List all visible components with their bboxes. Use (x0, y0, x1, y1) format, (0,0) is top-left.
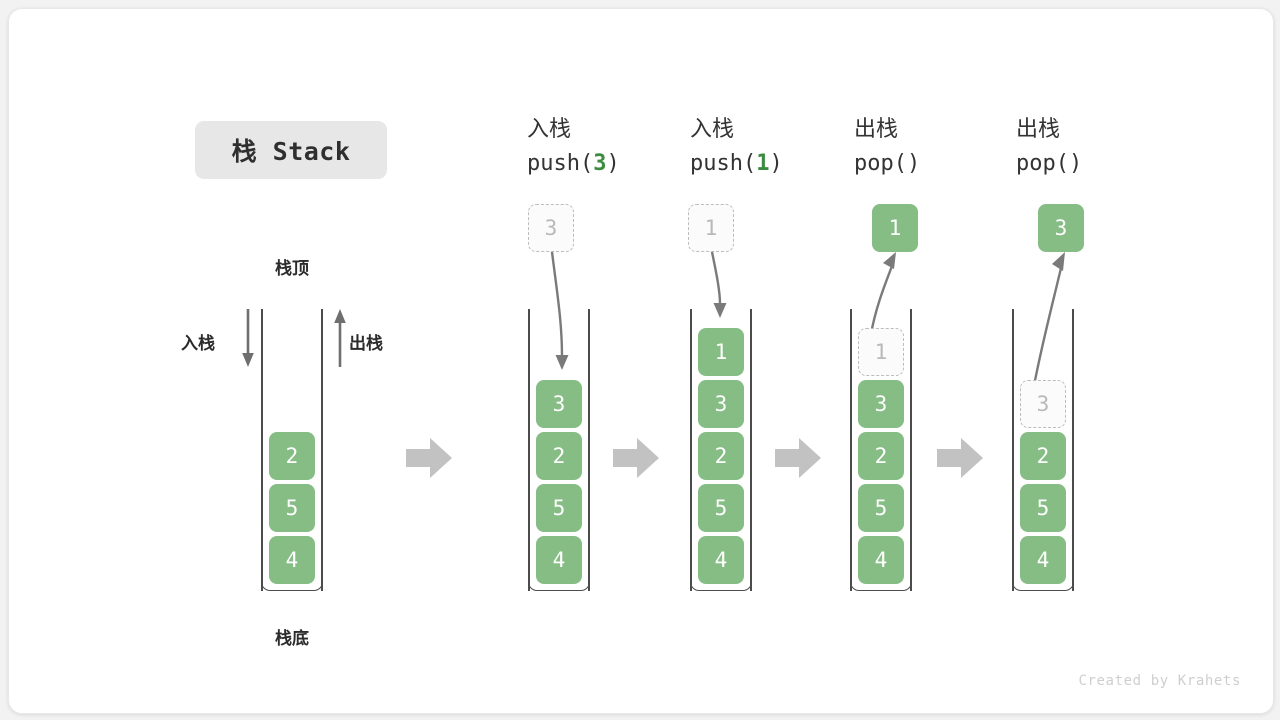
column-header-pop-3: 出栈 pop() (1016, 113, 1196, 181)
stack-cell: 4 (536, 536, 582, 584)
stack-cell: 2 (1020, 432, 1066, 480)
code-prefix: push( (527, 151, 594, 177)
push-direction-arrow (242, 309, 254, 367)
push-side-label: 入栈 (181, 334, 215, 354)
stack-cell: 2 (269, 432, 315, 480)
stack-wall-left (850, 309, 852, 591)
stack-cell-removed: 3 (1020, 380, 1066, 428)
code-suffix: ) (769, 151, 783, 177)
external-ghost-cell: 1 (688, 204, 734, 252)
flow-arrow-separator (406, 438, 452, 478)
stack-cell: 4 (698, 536, 744, 584)
stack-cell: 4 (1020, 536, 1066, 584)
stack-wall-left (690, 309, 692, 591)
pop-motion-arrow (1032, 252, 1065, 387)
stack-bottom-curve (528, 575, 590, 591)
stack-bottom-curve (261, 575, 323, 591)
stack-container-push-1: 1 3 2 5 4 (690, 309, 752, 591)
stack-cell: 3 (698, 380, 744, 428)
flow-arrow-separator (937, 438, 983, 478)
diagram-card: 栈 Stack 栈顶 栈底 入栈 出栈 2 5 4 入栈 push(3) 3 (8, 8, 1274, 714)
column-header-cn: 入栈 (690, 117, 735, 142)
code-suffix: ) (1068, 151, 1083, 177)
column-header-push-3: 入栈 push(3) (527, 113, 707, 181)
stack-bottom-label: 栈底 (275, 629, 309, 649)
column-header-cn: 出栈 (1016, 117, 1061, 142)
stack-cell: 2 (858, 432, 904, 480)
stack-cell: 3 (536, 380, 582, 428)
stack-wall-right (750, 309, 752, 591)
stack-bottom-curve (1012, 575, 1074, 591)
code-prefix: pop( (854, 151, 907, 177)
stack-cell: 1 (698, 328, 744, 376)
code-prefix: push( (690, 151, 757, 177)
stack-container-pop-1: 1 3 2 5 4 (850, 309, 912, 591)
flow-arrow-separator (775, 438, 821, 478)
stack-cell: 4 (269, 536, 315, 584)
code-suffix: ) (606, 151, 620, 177)
column-header-code: push(3) (527, 147, 707, 181)
title-badge: 栈 Stack (195, 121, 387, 179)
stack-container-initial: 2 5 4 (261, 309, 323, 591)
column-header-cn: 出栈 (854, 117, 899, 142)
stack-wall-left (261, 309, 263, 591)
stack-wall-right (588, 309, 590, 591)
stack-wall-right (1072, 309, 1074, 591)
pop-side-label: 出栈 (349, 334, 383, 354)
stack-top-label: 栈顶 (275, 259, 309, 279)
push-motion-arrow (710, 251, 727, 318)
stack-cell: 5 (858, 484, 904, 532)
code-arg: 1 (756, 151, 770, 177)
external-popped-cell: 3 (1038, 204, 1084, 252)
stack-cell: 5 (536, 484, 582, 532)
pop-direction-arrow (334, 309, 346, 367)
stack-cell: 2 (536, 432, 582, 480)
column-header-push-1: 入栈 push(1) (690, 113, 870, 181)
stack-bottom-curve (850, 575, 912, 591)
stack-wall-right (910, 309, 912, 591)
stack-cell: 5 (698, 484, 744, 532)
column-header-code: pop() (854, 147, 1034, 181)
flow-arrow-separator (613, 438, 659, 478)
stack-cell: 3 (858, 380, 904, 428)
column-header-code: pop() (1016, 147, 1196, 181)
stack-cell: 4 (858, 536, 904, 584)
code-arg: 3 (593, 151, 607, 177)
stack-wall-left (1012, 309, 1014, 591)
code-suffix: ) (906, 151, 921, 177)
stack-container-push-3: 3 2 5 4 (528, 309, 590, 591)
push-motion-arrow (550, 251, 569, 370)
stack-wall-right (321, 309, 323, 591)
column-header-pop-1: 出栈 pop() (854, 113, 1034, 181)
stack-wall-left (528, 309, 530, 591)
stack-container-pop-3: 3 2 5 4 (1012, 309, 1074, 591)
external-ghost-cell: 3 (528, 204, 574, 252)
stack-bottom-curve (690, 575, 752, 591)
stack-cell: 5 (1020, 484, 1066, 532)
external-popped-cell: 1 (872, 204, 918, 252)
pop-motion-arrow (869, 252, 896, 335)
column-header-code: push(1) (690, 147, 870, 181)
footer-credit: Created by Krahets (1078, 673, 1241, 689)
code-prefix: pop( (1016, 151, 1069, 177)
stack-cell-removed: 1 (858, 328, 904, 376)
stack-cell: 5 (269, 484, 315, 532)
stack-cell: 2 (698, 432, 744, 480)
column-header-cn: 入栈 (527, 117, 572, 142)
